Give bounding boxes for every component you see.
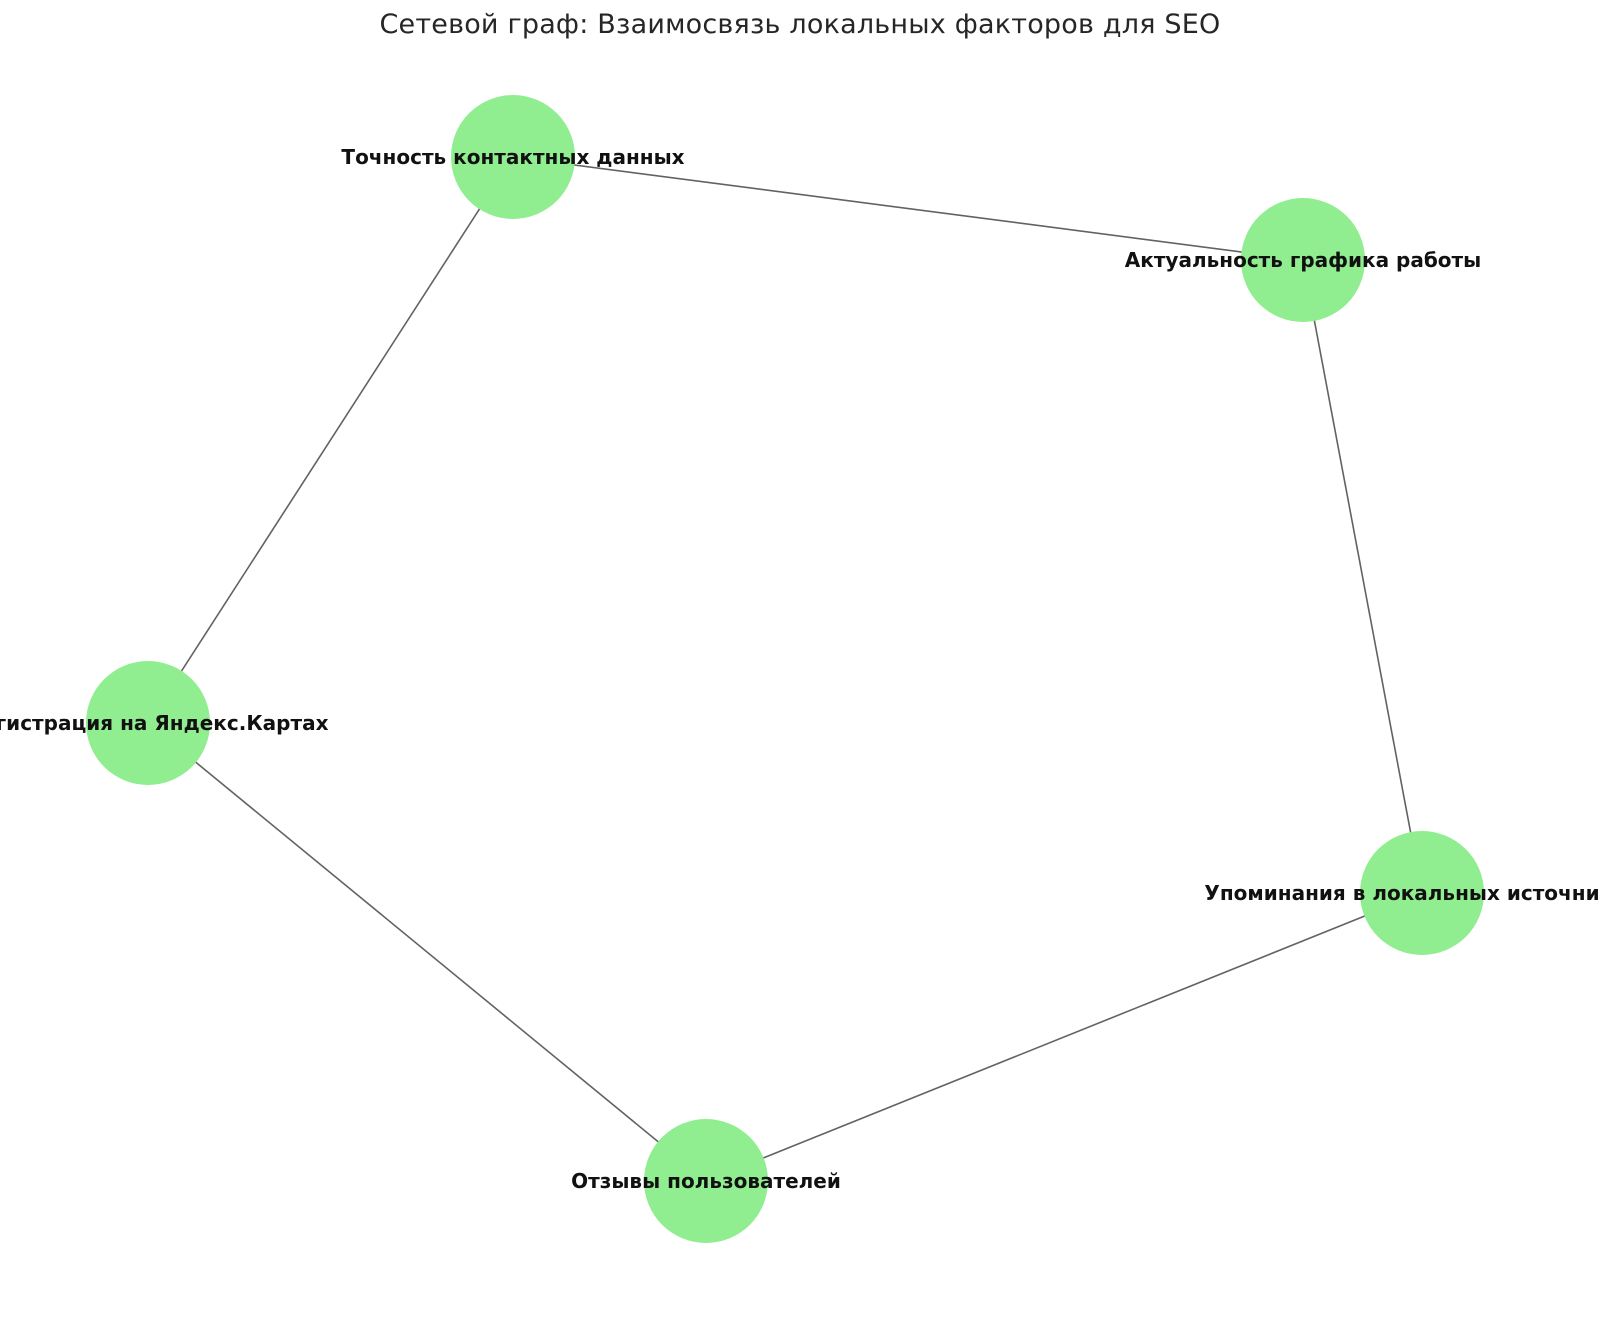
graph-edge bbox=[512, 156, 1304, 261]
node-layer bbox=[86, 95, 1484, 1243]
edge-layer bbox=[147, 156, 1423, 1182]
graph-node-user-reviews[interactable] bbox=[644, 1119, 768, 1243]
graph-edge bbox=[705, 892, 1423, 1182]
graph-edge bbox=[147, 722, 707, 1182]
graph-node-yandex-maps-registration[interactable] bbox=[86, 661, 210, 785]
graph-node-hours-actuality[interactable] bbox=[1241, 198, 1365, 322]
graph-edge bbox=[147, 156, 514, 724]
page-title: Сетевой граф: Взаимосвязь локальных факт… bbox=[379, 9, 1221, 40]
graph-node-local-sources-mentions[interactable] bbox=[1360, 831, 1484, 955]
graph-edge bbox=[1302, 259, 1423, 894]
graph-node-contact-accuracy[interactable] bbox=[451, 95, 575, 219]
